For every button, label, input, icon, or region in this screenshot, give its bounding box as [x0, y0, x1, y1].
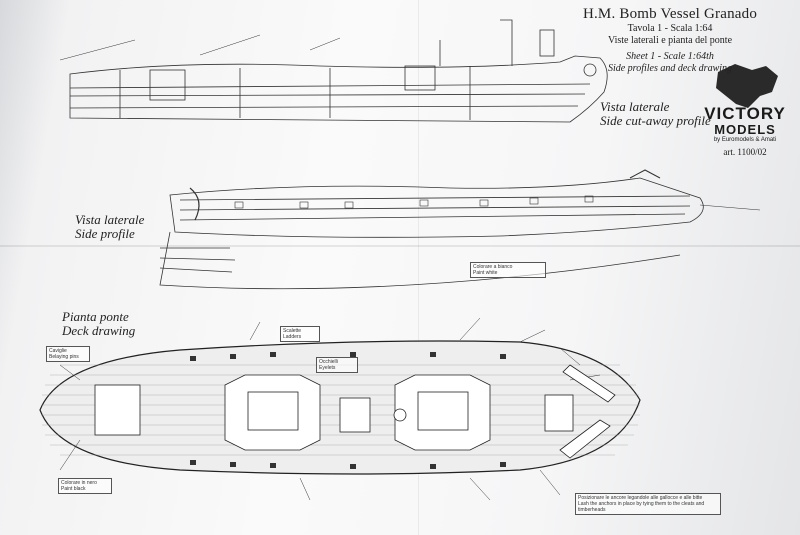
europe-map-icon — [716, 64, 778, 108]
profile-label-it: Vista laterale — [75, 212, 145, 227]
profile-label: Vista laterale Side profile — [75, 213, 144, 241]
cutaway-label-it: Vista laterale — [600, 99, 670, 114]
profile-label-en: Side profile — [75, 226, 135, 241]
paper-fold-horizontal — [0, 245, 800, 247]
brand-byline: by Euromodels & Amati — [713, 137, 777, 143]
subtitle-en-2: Side profiles and deck drawing — [607, 63, 733, 74]
cutaway-label-en: Side cut-away profile — [600, 113, 711, 128]
cutaway-label: Vista laterale Side cut-away profile — [600, 100, 711, 128]
brand-logo: VICTORY MODELS by Euromodels & Amati art… — [700, 62, 790, 157]
belaying-pins-callout: Caviglie Belaying pins — [46, 346, 90, 362]
paint-black-callout: Colorare in nero Paint black — [58, 478, 112, 494]
subtitle-it-2: Viste laterali e pianta del ponte — [607, 35, 733, 46]
subtitle-it-1: Tavola 1 - Scala 1:64 — [627, 23, 713, 34]
paper-fold-vertical — [418, 0, 419, 535]
subtitle-en-1: Sheet 1 - Scale 1:64th — [626, 51, 714, 62]
deck-label: Pianta ponte Deck drawing — [62, 310, 135, 338]
deck-label-it: Pianta ponte — [62, 309, 129, 324]
paint-white-callout: Colorare a bianco Paint white — [470, 262, 546, 278]
article-number: art. 1100/02 — [723, 147, 767, 157]
brand-name-1: VICTORY — [704, 104, 786, 123]
ladders-callout: Scalette Ladders — [280, 326, 320, 342]
anchor-callout: Posizionare le ancore legandole alle gal… — [575, 493, 721, 515]
eyelets-callout: Occhielli Eyelets — [316, 357, 358, 373]
title-block: H.M. Bomb Vessel Granado Tavola 1 - Scal… — [560, 6, 780, 75]
cutaway-profile — [59, 19, 608, 123]
deck-plan — [39, 317, 641, 501]
deck-label-en: Deck drawing — [62, 323, 136, 338]
brand-name-2: MODELS — [714, 122, 776, 137]
side-profile — [159, 169, 761, 290]
document-title: H.M. Bomb Vessel Granado — [582, 6, 758, 22]
